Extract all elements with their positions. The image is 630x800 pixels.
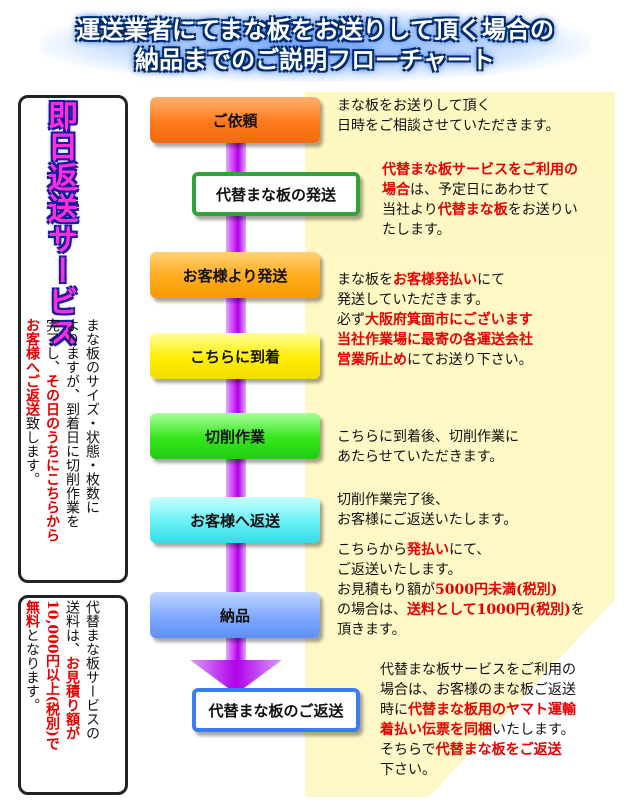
d6-red-1: 発払い [407, 542, 449, 558]
box2-text-1: 代替まな板サービスの [84, 600, 100, 740]
d3-red-5: 営業所止め [337, 352, 407, 368]
box1-text-1: まな板のサイズ・状態・枚数に [84, 318, 100, 514]
d6-text-1a: こちらから [337, 542, 407, 558]
d6-text-3a: お見積もり額が [337, 582, 435, 598]
d5-line-1: 切削作業完了後、 [337, 492, 449, 508]
box1-text-3: 完了し、 [44, 318, 60, 374]
d5-line-2: お客様にご返送いたします。 [337, 512, 518, 528]
d2-red-2: 場合 [382, 182, 410, 198]
d7-text-6: 下さい。 [380, 762, 436, 778]
desc-customer-ships: まな板をお客様発払いにて 発送していただきます。 必ず大阪府箕面市にございます … [337, 270, 617, 370]
step-arrival: こちらに到着 [150, 333, 320, 379]
d3-text-1a: まな板を [337, 272, 393, 288]
d3-text-3a: 必ず [337, 312, 365, 328]
desc-cutting: こちらに到着後、切削作業に あたらせていただきます。 [337, 427, 607, 467]
d7-text-5a: そちらで [380, 742, 436, 758]
shipping-fee-text: 代替まな板サービスの 送料は、お見積り額が 10,000円以上(税別)で 無料と… [22, 600, 102, 790]
d2-red-1: 代替まな板サービスをご利用の [382, 162, 578, 178]
step-return-to-customer: お客様へ返送 [150, 497, 320, 543]
same-day-return-box [18, 95, 128, 583]
desc-request: まな板をお送りして頂く 日時をご相談させていただきます。 [337, 96, 607, 136]
d6-red-3: 5000円未満(税別) [435, 582, 558, 598]
d7-text-3a: 時に [380, 702, 408, 718]
desc-substitute-return: 代替まな板サービスをご利用の 場合は、お客様のまな板ご返送 時に代替まな板用のヤ… [380, 660, 625, 780]
box2-text-4: となります。 [24, 628, 40, 712]
desc-substitute-shipping: 代替まな板サービスをご利用の 場合は、予定日にあわせて 当社より代替まな板をお送… [382, 160, 614, 240]
d7-red-4: 着払い伝票を同梱 [380, 722, 492, 738]
d3-text-2: 発送していただきます。 [337, 292, 490, 308]
d6-text-2: ご返送いたします。 [337, 562, 462, 578]
d3-red-4: 当社作業場に最寄の各運送会社 [337, 332, 533, 348]
d1-line-1: まな板をお送りして頂く [337, 98, 491, 114]
box1-text-2: よりますが、到着日に切削作業を [64, 318, 80, 528]
d7-text-1: 代替まな板サービスをご利用の [380, 662, 576, 678]
step-substitute-board-return: 代替まな板のご返送 [192, 688, 360, 732]
title-line-1: 運送業者にてまな板をお送りして頂く場合の [75, 16, 555, 44]
d4-line-1: こちらに到着後、切削作業に [337, 429, 519, 445]
d2-red-3: 代替まな板 [437, 202, 508, 218]
d7-red-3: 代替まな板用のヤマト運輸 [408, 702, 576, 718]
same-day-service-text: まな板のサイズ・状態・枚数に よりますが、到着日に切削作業を 完了し、その日のう… [22, 318, 102, 578]
box2-red-2: お見積り額が [64, 656, 80, 740]
shipping-fee-box [18, 595, 128, 795]
d3-text-1b: にて [477, 272, 505, 288]
d6-text-4b: を [570, 602, 585, 618]
same-day-service-title: 即日返送サービス [42, 100, 77, 348]
box1-red-3: その日のうちにこちらから [44, 374, 60, 542]
d1-line-2: 日時をご相談させていただきます。 [337, 118, 560, 134]
desc-return-fee: こちらから発払いにて、 ご返送いたします。 お見積もり額が5000円未満(税別)… [337, 540, 622, 640]
d6-text-5: 頂きます。 [337, 622, 406, 638]
d6-text-1b: にて、 [449, 542, 491, 558]
step-substitute-board-shipping: 代替まな板の発送 [192, 172, 360, 216]
d2-text-4: たします。 [382, 222, 451, 238]
box2-text-2: 送料は、 [64, 600, 80, 656]
d3-red-3: 大阪府箕面市にございます [365, 312, 533, 328]
box2-red-4: 無料 [24, 600, 40, 628]
step-request: ご依頼 [150, 97, 320, 143]
d3-text-5: にてお送り下さい。 [407, 352, 533, 368]
d3-red-1: お客様発払い [393, 272, 477, 288]
d2-text-3b: をお送りい [507, 202, 578, 218]
box1-red-4: お客様へご返送 [24, 318, 40, 416]
d7-text-2: 場合は、お客様のまな板ご返送 [380, 682, 576, 698]
d6-red-4: 送料として1000円(税別) [407, 602, 571, 618]
desc-return: 切削作業完了後、 お客様にご返送いたします。 [337, 490, 617, 530]
d7-text-4: いたします。 [492, 722, 575, 738]
step-cutting-work: 切削作業 [150, 413, 320, 459]
box1-text-4: 致します。 [24, 416, 40, 486]
d6-text-4a: の場合は、 [337, 602, 407, 618]
d4-line-2: あたらせていただきます。 [337, 449, 504, 465]
box2-red-3: 10,000円以上(税別)で [44, 600, 60, 751]
page-title: 運送業者にてまな板をお送りして頂く場合の 納品までのご説明フローチャート [0, 0, 630, 84]
d2-text-2: は、予定日にあわせて [410, 182, 550, 198]
d2-text-3a: 当社より [382, 202, 438, 218]
title-glow [40, 8, 590, 82]
title-line-2: 納品までのご説明フローチャート [135, 46, 495, 74]
step-delivery: 納品 [150, 592, 320, 638]
step-customer-ships: お客様より発送 [150, 252, 320, 298]
d7-red-5: 代替まな板をご返送 [435, 742, 562, 758]
